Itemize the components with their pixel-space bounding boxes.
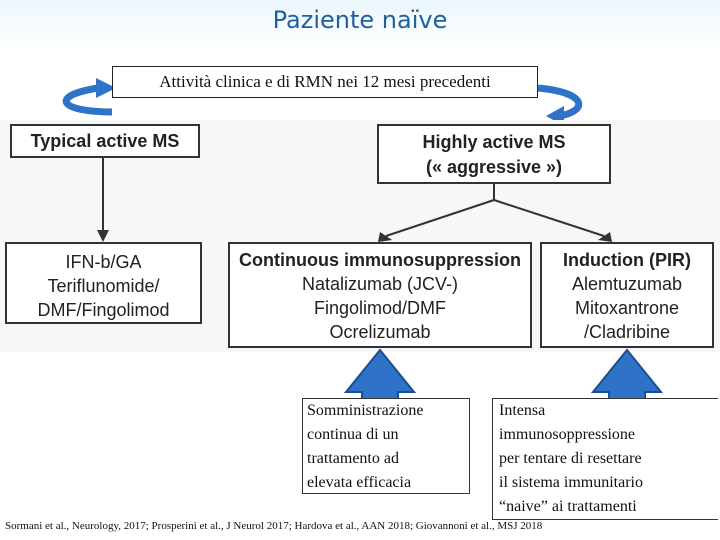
references-footer: Sormani et al., Neurology, 2017; Prosper… <box>5 520 542 532</box>
continuous-note-line-4: elevata efficacia <box>307 471 465 495</box>
induction-note-line-1: Intensa <box>499 399 712 423</box>
induction-note-line-4: il sistema immunitario <box>499 471 712 495</box>
continuous-note-line-2: continua di un <box>307 423 465 447</box>
induction-note-line-3: per tentare di resettare <box>499 447 712 471</box>
continuous-note-line-3: trattamento ad <box>307 447 465 471</box>
induction-note-line-5: “naive” ai trattamenti <box>499 495 712 519</box>
induction-note-line-2: immunosoppressione <box>499 423 712 447</box>
continuous-note-line-1: Somministrazione <box>307 399 465 423</box>
induction-note: Intensa immunosoppressione per tentare d… <box>492 398 718 520</box>
continuous-note: Somministrazione continua di un trattame… <box>302 398 470 494</box>
